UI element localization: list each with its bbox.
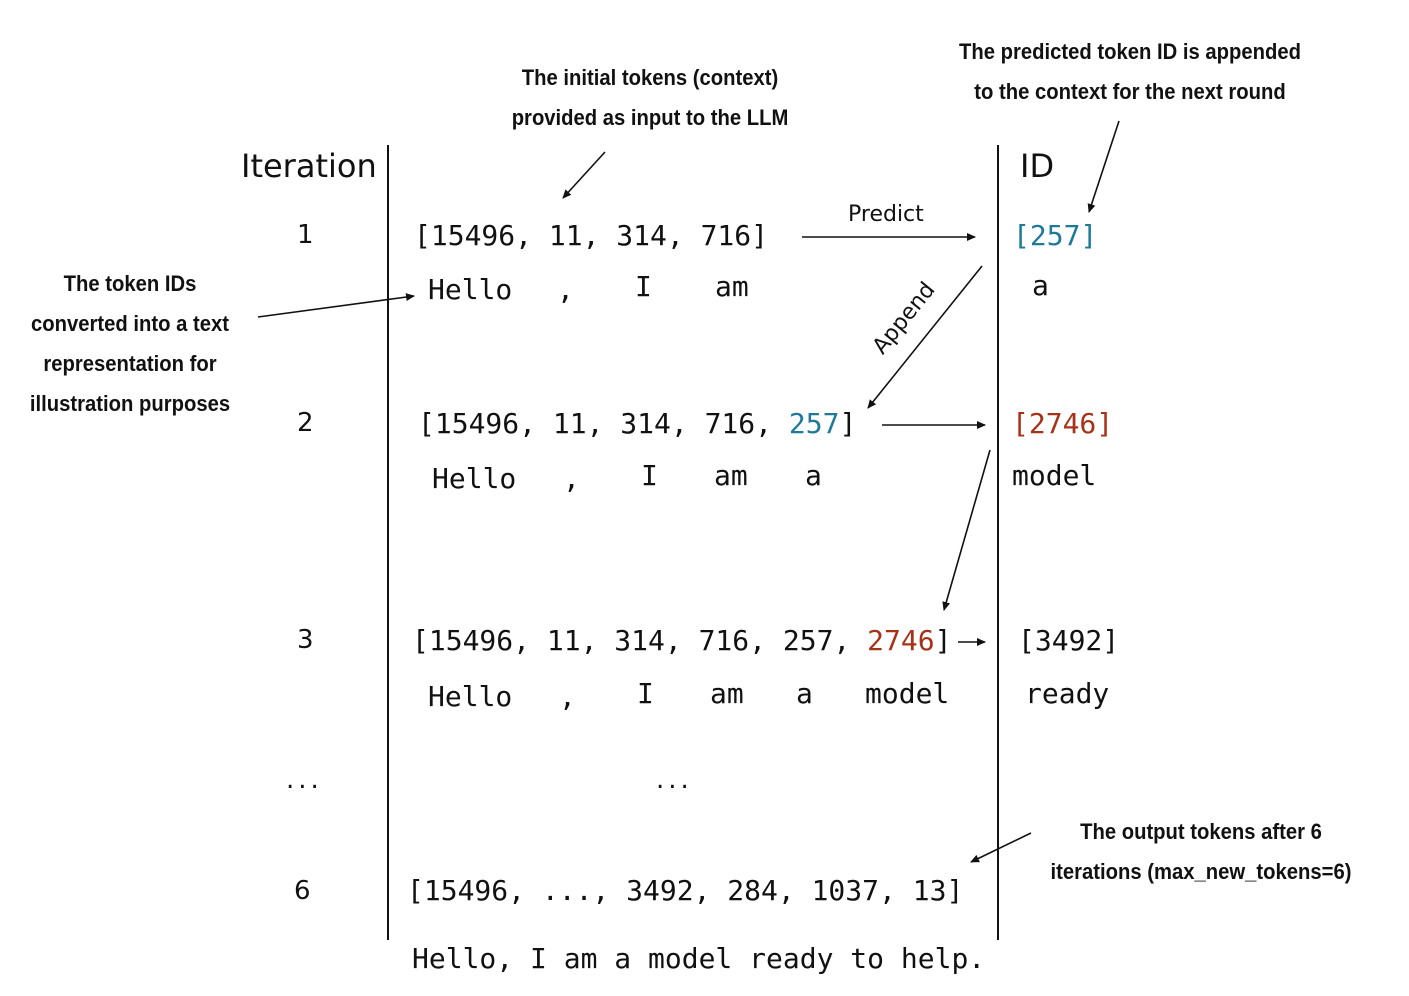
annotation-initial-tokens: The initial tokens (context) provided as…	[484, 58, 815, 138]
token-ids-base: [15496, 11, 314, 716, 257,	[412, 624, 868, 657]
predicted-word: a	[1032, 269, 1049, 302]
annotation-line: The output tokens after 6	[1080, 819, 1322, 844]
annotation-line: The predicted token ID is appended	[959, 39, 1301, 64]
tokens-ellipsis: ...	[656, 765, 693, 795]
token-word: a	[805, 459, 822, 492]
id-header: ID	[1020, 147, 1055, 185]
token-word: I	[635, 270, 652, 303]
token-word: model	[865, 677, 950, 710]
final-text: Hello, I am a model ready to help.	[412, 942, 986, 975]
annotation-line: converted into a text	[31, 311, 229, 336]
iteration-ellipsis: ...	[286, 765, 323, 795]
predicted-id: [2746]	[1012, 407, 1114, 440]
token-ids: [15496, 11, 314, 716, 257, 2746]	[412, 624, 951, 657]
token-ids-base: [15496, 11, 314, 716,	[418, 407, 789, 440]
initial-tokens-pointer	[562, 151, 606, 199]
annotation-line: The token IDs	[63, 271, 197, 296]
token-word: a	[796, 677, 813, 710]
annotation-predicted-appended: The predicted token ID is appended to th…	[937, 32, 1323, 112]
appended-token-id: 257	[788, 407, 840, 440]
predicted-word: ready	[1025, 677, 1110, 710]
token-ids-base: [15496, 11, 314, 716]	[414, 219, 769, 252]
token-word: Hello	[432, 462, 517, 495]
annotation-line: The initial tokens (context)	[521, 65, 779, 90]
token-word: I	[637, 677, 654, 710]
predicted-id: [257]	[1013, 219, 1098, 252]
token-word: I	[641, 459, 658, 492]
predicted-word: model	[1012, 459, 1097, 492]
annotation-line: representation for	[43, 351, 217, 376]
token-ids: [15496, ..., 3492, 284, 1037, 13]	[407, 874, 963, 907]
iteration-number: 2	[297, 408, 314, 438]
append-arrow	[867, 265, 983, 409]
token-word: am	[715, 270, 749, 303]
predict-label: Predict	[848, 202, 924, 227]
iteration-number: 1	[297, 220, 314, 250]
predicted-id: [3492]	[1018, 624, 1120, 657]
annotation-token-ids-text: The token IDs converted into a text repr…	[10, 264, 249, 424]
token-word: ,	[559, 680, 576, 713]
token-word: Hello	[428, 680, 513, 713]
annotation-line: illustration purposes	[29, 391, 231, 416]
token-word: am	[710, 677, 744, 710]
token-word: am	[714, 459, 748, 492]
annotation-line: iterations (max_new_tokens=6)	[1050, 859, 1352, 884]
token-word: ,	[563, 462, 580, 495]
output-tokens-pointer	[970, 832, 1032, 863]
annotation-line: provided as input to the LLM	[511, 105, 789, 130]
annotation-output-tokens: The output tokens after 6 iterations (ma…	[1022, 812, 1381, 892]
token-ids: [15496, 11, 314, 716]	[414, 219, 768, 252]
iteration-number: 3	[297, 625, 314, 655]
token-word: ,	[557, 273, 574, 306]
appended-pointer	[1087, 120, 1120, 213]
iteration-number: 6	[294, 876, 311, 906]
token-ids-base: [15496, ..., 3492, 284, 1037, 13]	[407, 874, 964, 907]
token-ids-close: ]	[839, 407, 857, 440]
token-ids-close: ]	[934, 624, 952, 657]
token-ids: [15496, 11, 314, 716, 257]	[418, 407, 856, 440]
token-word: Hello	[428, 273, 513, 306]
annotation-line: to the context for the next round	[974, 79, 1286, 104]
token-text-pointer	[257, 293, 415, 318]
iteration-header: Iteration	[241, 147, 377, 185]
appended-token-id: 2746	[867, 624, 935, 657]
row2-append-arrow	[942, 449, 991, 611]
